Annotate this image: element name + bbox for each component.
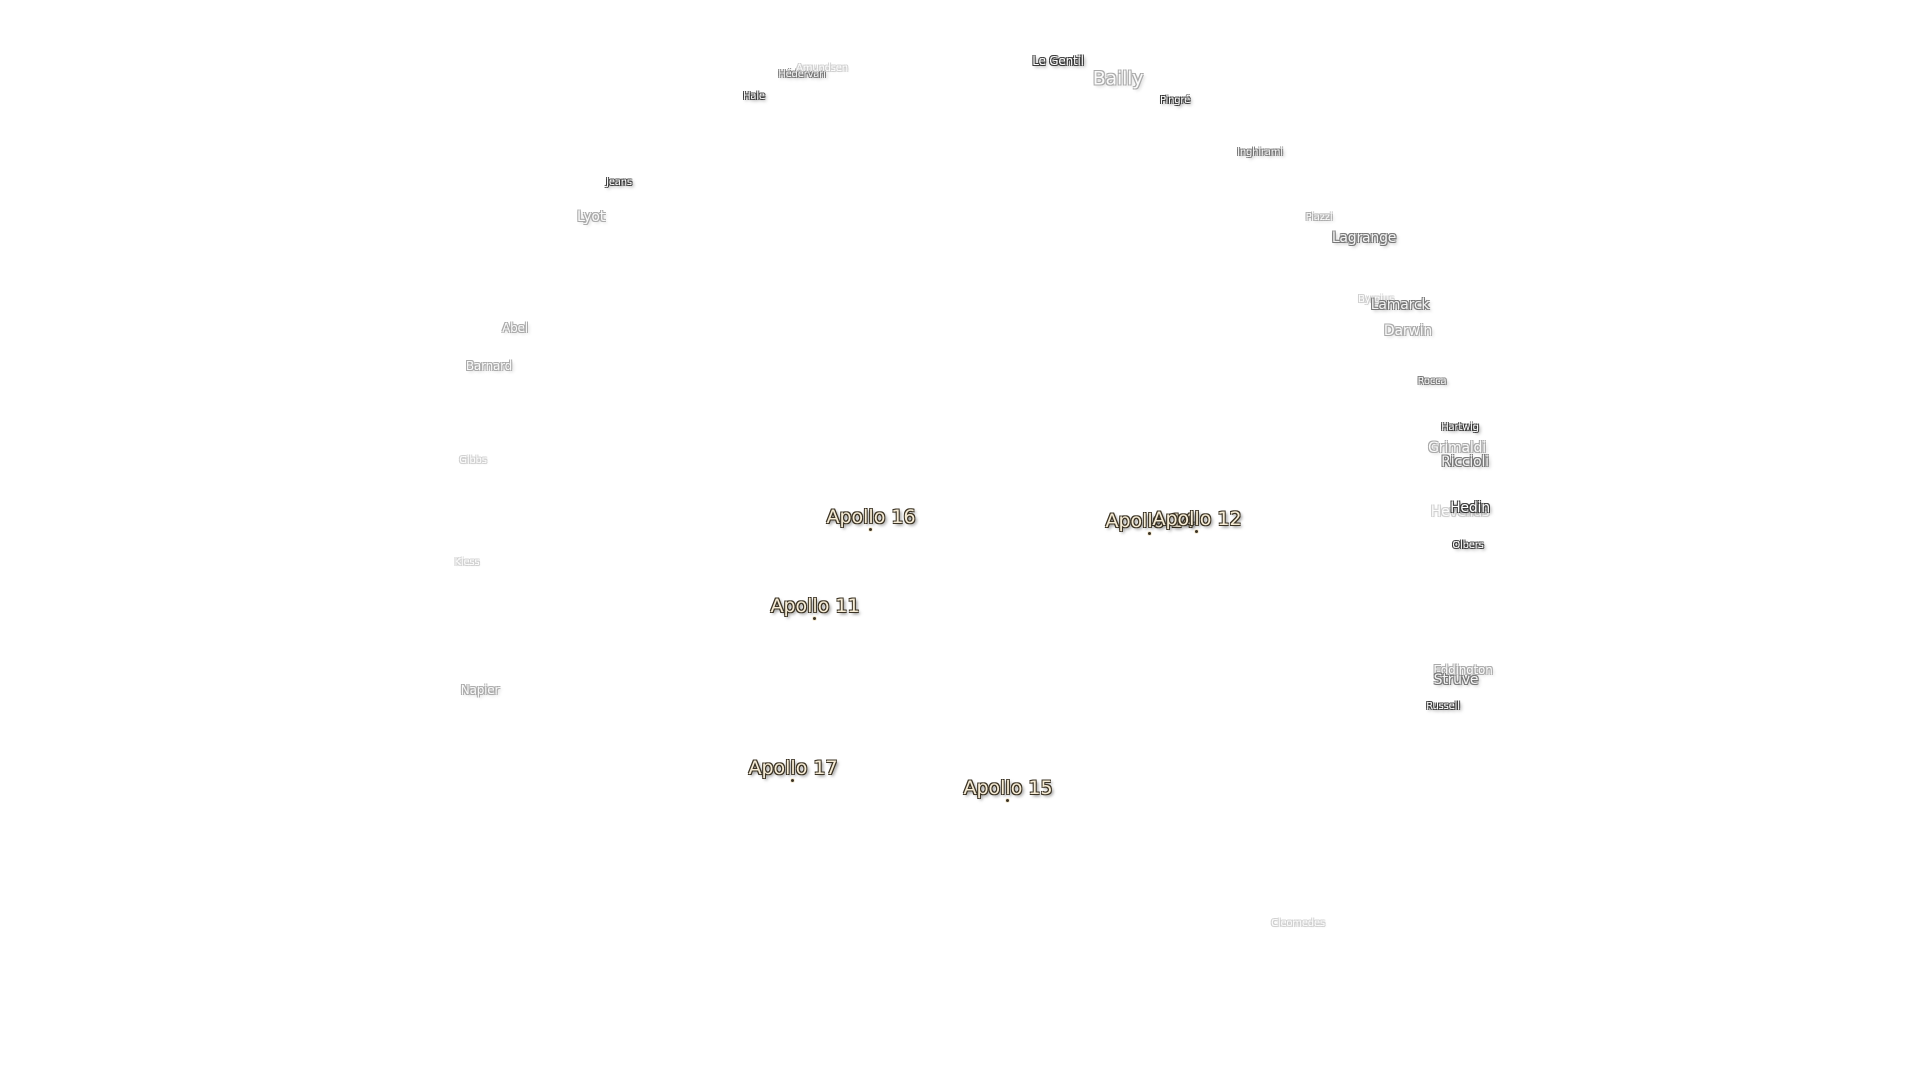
- crater-label-riccioli: Riccioli: [1441, 454, 1489, 470]
- crater-label-rocca: Rocca: [1417, 376, 1447, 387]
- landing-marker-icon[interactable]: [1006, 799, 1009, 802]
- crater-label-hedervari: Hédervári: [778, 69, 826, 80]
- crater-label-bailly: Bailly: [1092, 67, 1144, 90]
- crater-label-napier: Napier: [460, 683, 500, 697]
- crater-label-barnard: Barnard: [465, 359, 513, 373]
- crater-label-abel: Abel: [502, 321, 528, 335]
- crater-label-kiess: Kiess: [454, 557, 480, 568]
- crater-label-piazzi: Piazzi: [1305, 212, 1333, 223]
- crater-label-inghirami: Inghirami: [1237, 147, 1283, 158]
- landing-marker-icon[interactable]: [869, 528, 872, 531]
- crater-label-cleomedes: Cleomedes: [1271, 918, 1325, 929]
- landing-site-label: Apollo 11: [770, 595, 860, 617]
- crater-label-eddington: Eddington: [1433, 663, 1493, 677]
- landing-site-label: Apollo 17: [748, 757, 838, 779]
- landing-site-label: Apollo 15: [963, 777, 1053, 799]
- crater-label-lamarck: Lamarck: [1370, 297, 1430, 313]
- crater-label-pingre: Pingré: [1159, 95, 1191, 106]
- landing-site-label: Apollo 12: [1152, 508, 1242, 530]
- landing-marker-icon[interactable]: [1195, 530, 1198, 533]
- crater-label-hartwig: Hartwig: [1441, 422, 1479, 433]
- crater-label-grimaldi: Grimaldi: [1428, 440, 1486, 456]
- landing-site-label: Apollo 14: [1105, 510, 1195, 532]
- landing-marker-icon[interactable]: [813, 617, 816, 620]
- crater-label-hedin: Hedin: [1450, 500, 1490, 516]
- crater-label-le-gentil: Le Gentil: [1032, 54, 1084, 68]
- landing-marker-icon[interactable]: [791, 779, 794, 782]
- crater-label-jeans: Jeans: [606, 177, 632, 188]
- landing-marker-icon[interactable]: [1148, 532, 1151, 535]
- crater-label-hevelius: Hevelius: [1430, 504, 1490, 520]
- crater-label-darwin: Darwin: [1383, 323, 1433, 339]
- crater-label-byrgius: Byrgius: [1358, 294, 1394, 305]
- crater-label-lagrange: Lagrange: [1331, 230, 1397, 246]
- crater-label-olbers: Olbers: [1452, 540, 1484, 551]
- crater-label-struve: Struve: [1433, 672, 1479, 688]
- crater-label-russell: Russell: [1426, 701, 1460, 712]
- crater-label-gibbs: Gibbs: [459, 455, 487, 466]
- crater-label-hale: Hale: [743, 91, 765, 102]
- crater-label-lyot: Lyot: [576, 209, 606, 225]
- crater-label-amundsen: Amundsen: [796, 63, 848, 74]
- landing-site-label: Apollo 16: [826, 506, 916, 528]
